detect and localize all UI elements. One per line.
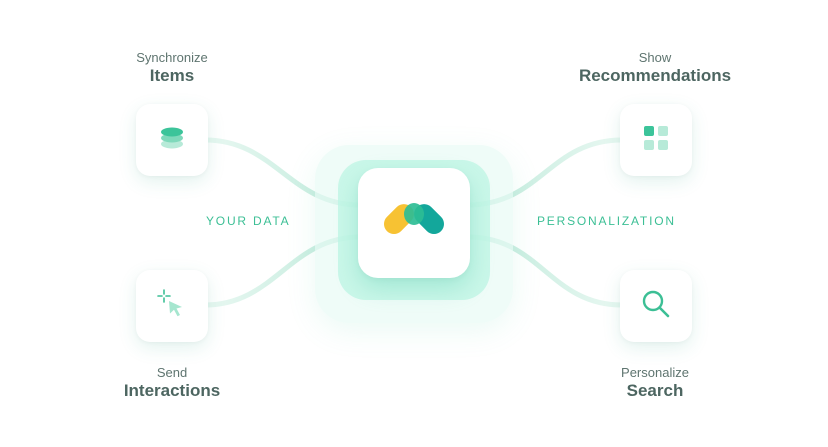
caption-noun: Search: [626, 380, 684, 400]
database-icon: [158, 124, 186, 157]
flow-label-personalization: PERSONALIZATION: [537, 214, 676, 228]
caption-verb: Send: [156, 365, 188, 380]
caption-personalize-search: Personalize Search: [595, 365, 715, 401]
node-personalize-search[interactable]: [620, 270, 692, 342]
caption-send-interactions: Send Interactions: [112, 365, 232, 401]
caption-show-recommendations: Show Recommendations: [565, 50, 745, 86]
flow-label-your-data: YOUR DATA: [206, 214, 291, 228]
caption-verb: Personalize: [621, 365, 689, 380]
yellow-green-teal-logo-icon: [382, 196, 446, 251]
node-synchronize-items[interactable]: [136, 104, 208, 176]
caption-synchronize-items: Synchronize Items: [112, 50, 232, 86]
caption-noun: Recommendations: [578, 65, 732, 85]
search-icon: [640, 288, 672, 325]
caption-verb: Synchronize: [136, 50, 208, 65]
cursor-click-icon: [155, 287, 189, 326]
node-show-recommendations[interactable]: [620, 104, 692, 176]
hub-card[interactable]: [358, 168, 470, 278]
caption-verb: Show: [638, 50, 672, 65]
node-send-interactions[interactable]: [136, 270, 208, 342]
grid-icon: [643, 125, 669, 156]
caption-noun: Interactions: [123, 380, 221, 400]
caption-noun: Items: [149, 65, 195, 85]
